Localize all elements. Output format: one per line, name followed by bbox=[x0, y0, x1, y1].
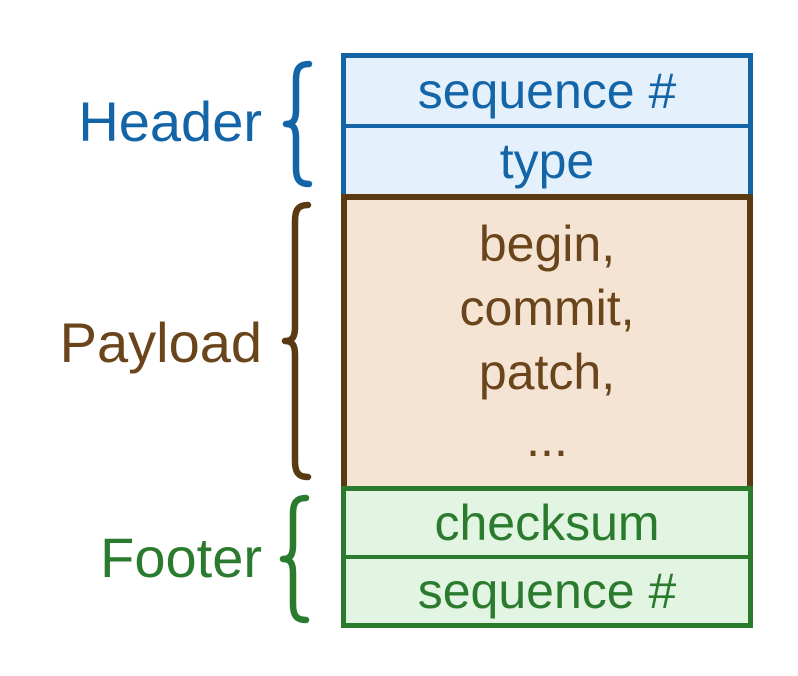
footer-row-checksum: checksum bbox=[434, 495, 660, 551]
header-box: sequence # type bbox=[341, 53, 753, 194]
payload-section-label: Payload bbox=[59, 311, 262, 374]
footer-row-sequence-number: sequence # bbox=[417, 563, 677, 619]
payload-box: begin, commit, patch, ... bbox=[341, 194, 753, 486]
header-curly-brace-icon bbox=[282, 60, 313, 188]
footer-curly-brace-icon bbox=[279, 494, 310, 624]
footer-section-label: Footer bbox=[100, 526, 262, 589]
header-section-label: Header bbox=[78, 90, 262, 153]
payload-line-patch: patch, bbox=[478, 344, 616, 400]
footer-box: checksum sequence # bbox=[341, 486, 753, 628]
payload-curly-brace-icon bbox=[281, 201, 312, 481]
footer-row-divider bbox=[346, 555, 748, 559]
header-row-type: type bbox=[499, 133, 595, 189]
header-row-divider bbox=[346, 124, 748, 128]
payload-line-begin: begin, bbox=[478, 216, 616, 272]
header-row-sequence-number: sequence # bbox=[417, 63, 677, 119]
payload-line-ellipsis: ... bbox=[526, 411, 568, 467]
payload-line-commit: commit, bbox=[459, 280, 635, 336]
